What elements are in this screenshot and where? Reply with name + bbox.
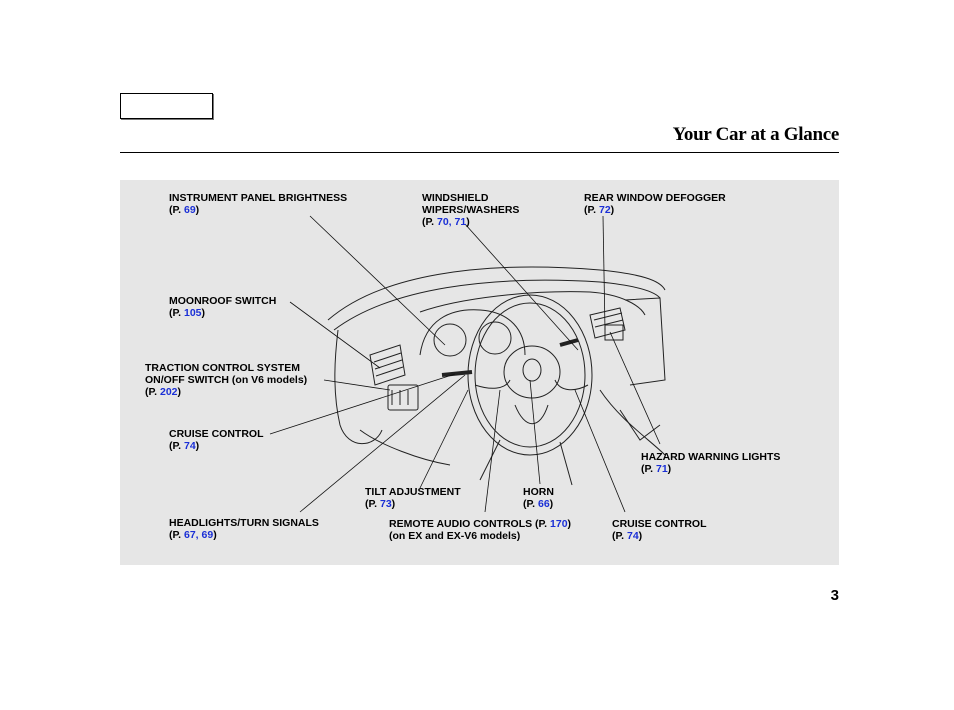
leader-tilt <box>419 389 469 489</box>
moonroof-ref: (P. 105) <box>169 307 206 319</box>
defogger-ref: (P. 72) <box>584 204 615 216</box>
page-link[interactable]: 66 <box>537 498 550 510</box>
audio-label: REMOTE AUDIO CONTROLS (P. 170) <box>389 518 572 530</box>
page-link[interactable]: 71 <box>655 463 668 475</box>
page-link[interactable]: 67, 69 <box>183 529 214 541</box>
dashboard-illustration <box>269 215 666 513</box>
page-link[interactable]: 70, 71 <box>436 216 467 228</box>
instrument-brightness-label: INSTRUMENT PANEL BRIGHTNESS <box>169 192 348 204</box>
page-link[interactable]: 73 <box>379 498 392 510</box>
steering-hub <box>503 345 561 399</box>
leader-audio <box>484 389 501 513</box>
illustration-panel: INSTRUMENT PANEL BRIGHTNESS (P. 69) WIND… <box>120 180 839 565</box>
center-vent <box>589 307 626 339</box>
cruise-left-ref: (P. 74) <box>169 440 200 452</box>
dash-hood <box>419 291 646 316</box>
steering-wheel-rim <box>467 294 593 456</box>
tilt-ref: (P. 73) <box>365 498 396 510</box>
steering-wheel-rim-inner <box>474 302 586 448</box>
tilt-label: TILT ADJUSTMENT <box>365 486 461 498</box>
page-number: 3 <box>830 587 839 604</box>
leader-moonroof <box>289 301 381 369</box>
left-vent-slats <box>373 352 404 377</box>
page-link[interactable]: 74 <box>626 530 639 542</box>
steering-spokes <box>474 379 589 391</box>
knee-bolster <box>359 429 451 466</box>
traction-ref: (P. 202) <box>145 386 182 398</box>
leader-brightness <box>309 215 446 346</box>
center-vent-slats <box>593 312 624 328</box>
left-vent <box>369 344 406 386</box>
headlights-ref: (P. 67, 69) <box>169 529 217 541</box>
leader-cruise-left <box>269 373 456 435</box>
page-link[interactable]: 72 <box>598 204 611 216</box>
hazard-ref: (P. 71) <box>641 463 672 475</box>
console-line <box>599 389 666 456</box>
header-rule <box>120 152 839 153</box>
headlight-stalk <box>441 370 473 377</box>
wipers-ref: (P. 70, 71) <box>422 216 470 228</box>
leader-hazard <box>609 331 661 445</box>
cruise-right-ref: (P. 74) <box>612 530 643 542</box>
wipers-label-2: WIPERS/WASHERS <box>422 204 520 216</box>
leader-headlights <box>299 374 466 513</box>
leader-cruise-right <box>574 389 626 513</box>
lower-console <box>619 409 661 441</box>
wipers-label-1: WINDSHIELD <box>422 192 489 204</box>
hazard-label: HAZARD WARNING LIGHTS <box>641 451 781 463</box>
leader-defogger <box>602 215 606 331</box>
page-title: Your Car at a Glance <box>672 124 840 145</box>
gauge-hood <box>419 309 526 356</box>
moonroof-label: MOONROOF SWITCH <box>169 295 277 307</box>
dash-left-edge <box>334 329 383 445</box>
horn-ref: (P. 66) <box>523 498 554 510</box>
instrument-brightness-ref: (P. 69) <box>169 204 200 216</box>
horn-label: HORN <box>523 486 554 498</box>
contents-button[interactable] <box>120 93 213 119</box>
honda-emblem <box>522 358 542 382</box>
dash-top-line-inner <box>333 279 661 331</box>
switch-cluster <box>387 384 419 411</box>
page-link[interactable]: 170 <box>550 518 568 530</box>
cruise-left-label: CRUISE CONTROL <box>169 428 264 440</box>
steering-column <box>479 439 573 486</box>
traction-label-2: ON/OFF SWITCH (on V6 models) <box>145 374 308 386</box>
leader-traction <box>323 379 391 391</box>
leader-horn <box>529 379 541 485</box>
page-link[interactable]: 69 <box>183 204 196 216</box>
leader-lines <box>269 215 661 513</box>
audio-note: (on EX and EX-V6 models) <box>389 530 521 542</box>
wiper-stalk <box>559 338 579 347</box>
traction-label-1: TRACTION CONTROL SYSTEM <box>145 362 300 374</box>
defogger-label: REAR WINDOW DEFOGGER <box>584 192 726 204</box>
steering-lower-spoke <box>514 404 549 425</box>
speedometer <box>478 321 512 355</box>
page-link[interactable]: 74 <box>183 440 196 452</box>
leader-wipers <box>464 223 579 351</box>
headlights-label: HEADLIGHTS/TURN SIGNALS <box>169 517 319 529</box>
page-link[interactable]: 202 <box>159 386 178 398</box>
center-stack <box>624 297 666 386</box>
cruise-right-label: CRUISE CONTROL <box>612 518 707 530</box>
page-link[interactable]: 105 <box>183 307 202 319</box>
tachometer <box>433 323 467 357</box>
dash-top-line <box>327 266 666 321</box>
switch-buttons <box>391 390 409 405</box>
